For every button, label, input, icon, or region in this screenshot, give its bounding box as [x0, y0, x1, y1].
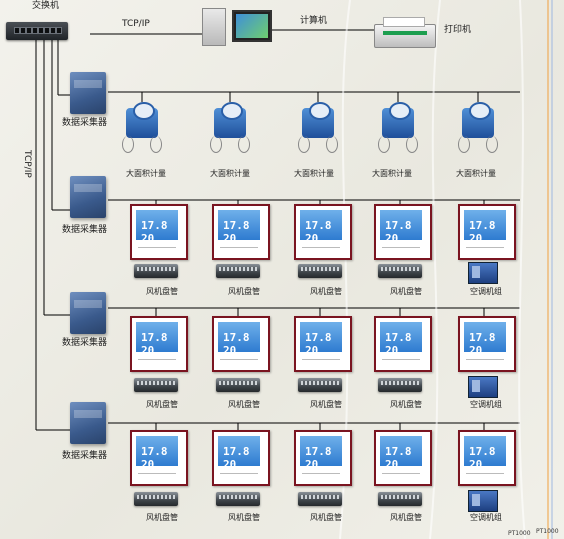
thermostat-icon: 17.8 20 [458, 316, 516, 372]
collector-label: 数据采集器 [62, 451, 108, 461]
data-collector-icon [70, 72, 106, 114]
meter-label: 大面积计量 [210, 169, 250, 178]
fan-coil-icon [134, 378, 178, 392]
air-unit-label: 空调机组 [470, 513, 502, 522]
fan-coil-label: 风机盘管 [390, 513, 422, 522]
thermostat-readout: 17.8 20 [385, 331, 412, 357]
thermostat-icon: 17.8 20 [374, 316, 432, 372]
thermostat-readout: 17.8 20 [469, 219, 496, 245]
fan-coil-icon [216, 264, 260, 278]
flow-meter-icon [208, 100, 252, 156]
thermostat-icon: 17.8 20 [212, 316, 270, 372]
meter-label: 大面积计量 [456, 169, 496, 178]
monitor-icon [232, 10, 272, 42]
thermostat-readout: 17.8 20 [223, 445, 250, 471]
fan-coil-icon [298, 492, 342, 506]
thermostat-icon: 17.8 20 [294, 430, 352, 486]
collector-label: 数据采集器 [62, 225, 108, 235]
fan-coil-icon [378, 492, 422, 506]
flow-meter-icon [376, 100, 420, 156]
data-collector-icon [70, 402, 106, 444]
thermostat-readout: 17.8 20 [469, 331, 496, 357]
fan-coil-label: 风机盘管 [228, 287, 260, 296]
printer-label: 打印机 [444, 25, 472, 35]
computer-label: 计算机 [300, 16, 328, 26]
thermostat-readout: 17.8 20 [305, 445, 332, 471]
meter-label: 大面积计量 [372, 169, 412, 178]
thermostat-readout: 17.8 20 [385, 219, 412, 245]
thermostat-readout: 17.8 20 [223, 219, 250, 245]
flow-meter-icon [296, 100, 340, 156]
meter-label: 大面积计量 [294, 169, 334, 178]
fan-coil-label: 风机盘管 [310, 400, 342, 409]
thermostat-icon: 17.8 20 [212, 430, 270, 486]
collector-label: 数据采集器 [62, 118, 108, 128]
air-conditioning-unit-icon [468, 490, 498, 512]
fan-coil-icon [134, 492, 178, 506]
fan-coil-label: 风机盘管 [390, 400, 422, 409]
fan-coil-label: 风机盘管 [310, 513, 342, 522]
thermostat-icon: 17.8 20 [212, 204, 270, 260]
flow-meter-icon [120, 100, 164, 156]
fan-coil-label: 风机盘管 [146, 513, 178, 522]
thermostat-readout: 17.8 20 [305, 219, 332, 245]
switch-label: 交换机 [32, 1, 60, 11]
air-unit-label: 空调机组 [470, 400, 502, 409]
thermostat-icon: 17.8 20 [130, 316, 188, 372]
fan-coil-label: 风机盘管 [310, 287, 342, 296]
thermostat-readout: 17.8 20 [141, 445, 168, 471]
thermostat-readout: 17.8 20 [223, 331, 250, 357]
pt1000-label: PT1000 [536, 528, 559, 535]
fan-coil-icon [216, 378, 260, 392]
switch-icon [6, 22, 68, 40]
data-collector-icon [70, 292, 106, 334]
thermostat-icon: 17.8 20 [130, 430, 188, 486]
fan-coil-label: 风机盘管 [146, 400, 178, 409]
fan-coil-label: 风机盘管 [390, 287, 422, 296]
thermostat-readout: 17.8 20 [141, 219, 168, 245]
air-unit-label: 空调机组 [470, 287, 502, 296]
thermostat-icon: 17.8 20 [458, 204, 516, 260]
printer-icon [374, 17, 436, 48]
fan-coil-label: 风机盘管 [146, 287, 178, 296]
meter-label: 大面积计量 [126, 169, 166, 178]
tcpip-top-label: TCP/IP [122, 19, 150, 29]
fan-coil-icon [216, 492, 260, 506]
computer-icon [202, 8, 226, 46]
fan-coil-label: 风机盘管 [228, 400, 260, 409]
thermostat-readout: 17.8 20 [385, 445, 412, 471]
fan-coil-icon [378, 378, 422, 392]
thermostat-icon: 17.8 20 [294, 316, 352, 372]
fan-coil-icon [298, 378, 342, 392]
fan-coil-icon [298, 264, 342, 278]
fan-coil-icon [378, 264, 422, 278]
thermostat-icon: 17.8 20 [130, 204, 188, 260]
thermostat-readout: 17.8 20 [141, 331, 168, 357]
thermostat-readout: 17.8 20 [469, 445, 496, 471]
tcpip-side-label: TCP/IP [22, 150, 32, 178]
thermostat-icon: 17.8 20 [294, 204, 352, 260]
collector-label: 数据采集器 [62, 338, 108, 348]
pt1000-label: PT1000 [508, 530, 531, 537]
thermostat-icon: 17.8 20 [458, 430, 516, 486]
data-collector-icon [70, 176, 106, 218]
air-conditioning-unit-icon [468, 262, 498, 284]
fan-coil-icon [134, 264, 178, 278]
air-conditioning-unit-icon [468, 376, 498, 398]
fan-coil-label: 风机盘管 [228, 513, 260, 522]
flow-meter-icon [456, 100, 500, 156]
thermostat-icon: 17.8 20 [374, 430, 432, 486]
thermostat-icon: 17.8 20 [374, 204, 432, 260]
thermostat-readout: 17.8 20 [305, 331, 332, 357]
